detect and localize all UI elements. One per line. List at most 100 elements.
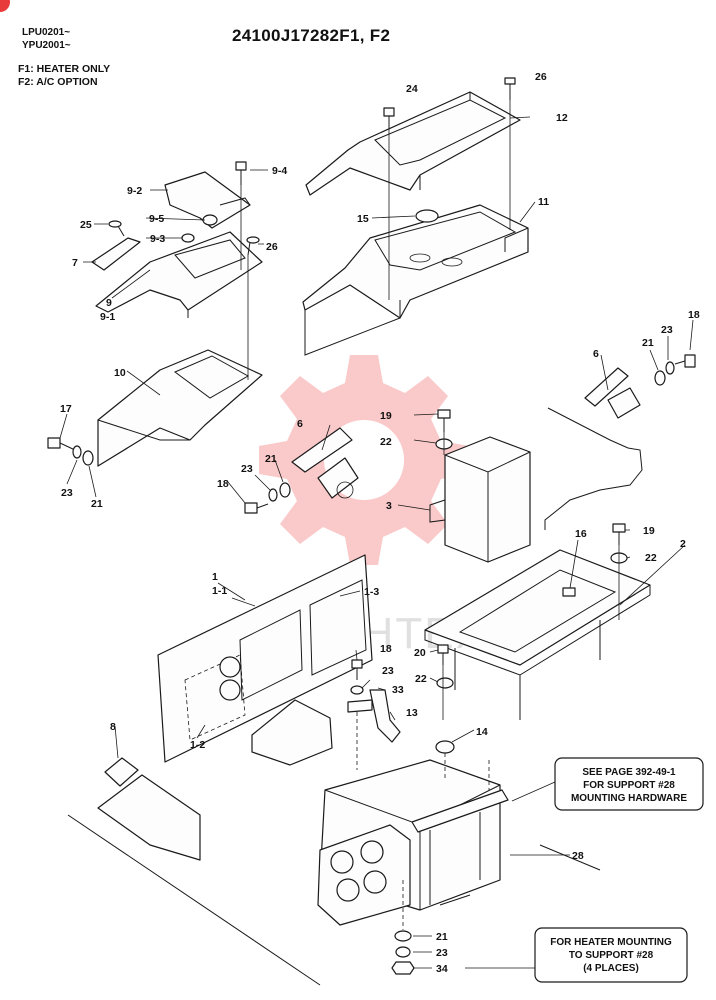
part-10-duct [97, 349, 263, 467]
callout-23-bottom: 23 [382, 665, 394, 677]
callout-23-left: 23 [61, 487, 73, 499]
heater-unit [317, 759, 501, 926]
support-hardware-note: SEE PAGE 392-49-1 FOR SUPPORT #28 MOUNTI… [554, 757, 704, 811]
part-6-damper-right [584, 367, 641, 419]
serial-range-2: YPU2001~ [22, 40, 71, 51]
part-21-washer-bottom [394, 930, 412, 942]
part-14-grommet [435, 740, 455, 754]
callout-9: 9 [106, 297, 112, 309]
support-note-line-3: MOUNTING HARDWARE [571, 793, 687, 804]
callout-23-right: 23 [661, 324, 673, 336]
washer-21-center [279, 482, 291, 498]
callout-33: 33 [392, 684, 404, 696]
callout-25: 25 [80, 219, 92, 231]
callout-21-bottom: 21 [436, 931, 448, 943]
callout-3: 3 [386, 500, 392, 512]
part-11-blower-housing [302, 204, 529, 356]
bolt-26-mid [246, 236, 260, 256]
callout-9-5: 9-5 [149, 213, 164, 225]
callout-23-center: 23 [241, 463, 253, 475]
part-9-5-knob [202, 214, 218, 226]
callout-9-1: 9-1 [100, 311, 115, 323]
callout-13: 13 [406, 707, 418, 719]
callout-23-bottom-stack: 23 [436, 947, 448, 959]
heater-note-line-1: FOR HEATER MOUNTING [550, 937, 672, 948]
callout-26-top: 26 [535, 71, 547, 83]
callout-24: 24 [406, 83, 418, 95]
lockwasher-23-left [72, 445, 82, 459]
callout-22-bottom: 22 [415, 673, 427, 685]
part-12-top-cover [305, 91, 521, 196]
bolt-19-right [612, 523, 626, 545]
part-34-nut [391, 961, 415, 975]
floor-plate [67, 814, 601, 986]
callout-22-right: 22 [645, 552, 657, 564]
option-f1: F1: HEATER ONLY [18, 63, 111, 75]
option-f2: F2: A/C OPTION [18, 76, 98, 88]
bracket-33 [347, 699, 373, 713]
bolt-18-center [244, 502, 269, 514]
support-note-line-2: FOR SUPPORT #28 [583, 780, 675, 791]
support-note-line-1: SEE PAGE 392-49-1 [582, 767, 676, 778]
lockwasher-23-center [268, 488, 278, 502]
part-7-clip [91, 237, 141, 271]
lockwasher-23-bottom [350, 685, 364, 695]
callout-17: 17 [60, 403, 72, 415]
callout-1-1: 1-1 [212, 585, 227, 597]
watermark-gear-icon [259, 355, 469, 565]
page-title: 24100J17282F1, F2 [232, 26, 391, 45]
heater-mounting-note: FOR HEATER MOUNTING TO SUPPORT #28 (4 PL… [534, 927, 688, 983]
part-9-3-nut [181, 233, 195, 243]
callout-12: 12 [556, 112, 568, 124]
part-8-clip [104, 757, 139, 787]
lockwasher-23-right [665, 361, 675, 375]
part-13-hose [369, 689, 401, 743]
bolt-20 [437, 644, 449, 665]
bolt-18-bottom [351, 659, 363, 680]
bolt-24 [383, 107, 395, 128]
callout-21-left: 21 [91, 498, 103, 510]
callout-18-right: 18 [688, 309, 700, 321]
leader-lines [59, 116, 694, 969]
bolt-19-top [437, 409, 451, 432]
callout-6-center: 6 [297, 418, 303, 430]
callout-7: 7 [72, 257, 78, 269]
heater-note-line-3: (4 PLACES) [583, 963, 639, 974]
callout-6-right: 6 [593, 348, 599, 360]
serial-range-1: LPU0201~ [22, 27, 71, 38]
heater-note-line-2: TO SUPPORT #28 [569, 950, 654, 961]
floor-duct [97, 774, 201, 861]
bolt-26-top [504, 77, 516, 100]
callout-2: 2 [680, 538, 686, 550]
callout-18-bottom: 18 [380, 643, 392, 655]
callout-19-top: 19 [380, 410, 392, 422]
part-1-heater-core-panel [157, 554, 373, 763]
corner-badge-icon [0, 0, 10, 12]
callout-9-2: 9-2 [127, 185, 142, 197]
callout-28: 28 [572, 850, 584, 862]
callout-16: 16 [575, 528, 587, 540]
callout-1-3: 1-3 [364, 586, 379, 598]
bolt-9-4 [235, 161, 247, 185]
part-28-support [411, 789, 509, 906]
part-9-2-plate [164, 171, 251, 229]
callout-9-3: 9-3 [150, 233, 165, 245]
part-3-actuator-box [429, 436, 531, 563]
callout-21-right: 21 [642, 337, 654, 349]
washer-22-bottom [436, 677, 454, 689]
part-2-base-frame [424, 549, 651, 720]
wire-harness [544, 407, 643, 530]
bolt-18-right [674, 354, 696, 368]
screw-25 [108, 220, 125, 237]
callout-10: 10 [114, 367, 126, 379]
callout-9-4: 9-4 [272, 165, 287, 177]
callout-26-mid: 26 [266, 241, 278, 253]
callout-34: 34 [436, 963, 448, 975]
washer-21-right [654, 370, 666, 386]
assembly-guide-lines [240, 100, 620, 930]
bolt-17 [47, 437, 76, 451]
callout-18-center: 18 [217, 478, 229, 490]
callout-21-center: 21 [265, 453, 277, 465]
callout-20: 20 [414, 647, 426, 659]
